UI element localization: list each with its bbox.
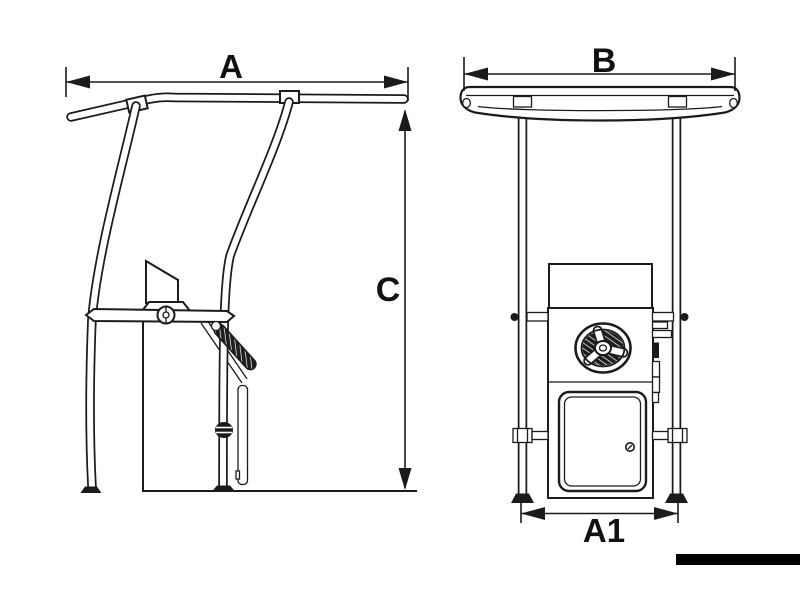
- crossbar-lower-left: [531, 430, 549, 441]
- canopy-end-cap-left: [462, 97, 471, 109]
- dim-a-label: A: [219, 48, 243, 85]
- console-top-box: [548, 263, 653, 309]
- dim-b-label: B: [592, 42, 617, 80]
- canopy-frame-side: [66, 90, 409, 122]
- side-view: A C: [65, 48, 417, 493]
- console-side: [139, 259, 249, 492]
- wheel-hub-cap: [210, 320, 222, 332]
- steering-wheel-front: [574, 322, 632, 374]
- arrow-right-icon: [654, 507, 678, 520]
- dim-a1: A1: [520, 503, 679, 549]
- console-body-side: [142, 311, 227, 492]
- mounting-foot-left: [511, 493, 534, 503]
- transducer-bracket: [651, 360, 661, 378]
- access-door: [557, 390, 648, 493]
- leg-clamp-lower-right: [667, 427, 688, 444]
- windshield-side: [145, 259, 179, 304]
- side-bracket-2: [651, 329, 673, 339]
- arrow-right-icon: [711, 67, 735, 81]
- clamp-bolt-left: [510, 313, 519, 321]
- arrow-left-icon: [521, 507, 545, 520]
- wheel-rim: [574, 322, 632, 374]
- door-hinge: [235, 470, 241, 480]
- dim-b: B: [463, 42, 736, 91]
- leg-fitting-right: [667, 95, 688, 108]
- arrow-up-icon: [398, 109, 412, 131]
- mounting-foot-front: [80, 486, 102, 493]
- canopy-end-cap-right: [729, 97, 738, 109]
- side-bracket: [651, 321, 669, 330]
- leg-clamp-lower-left: [512, 427, 533, 444]
- dim-c: C: [376, 109, 412, 490]
- arrow-right-icon: [384, 75, 408, 89]
- canopy-front: [459, 85, 741, 122]
- arrow-left-icon: [66, 75, 90, 89]
- crossbar-upper-right: [651, 311, 675, 322]
- cable-fitting: [653, 342, 659, 358]
- mounting-foot-right: [665, 493, 688, 503]
- arrow-left-icon: [464, 67, 488, 81]
- footer-brand-bar: [676, 554, 800, 565]
- leg-coupling: [215, 422, 233, 438]
- front-view: B A1: [459, 42, 741, 549]
- leg-fitting-left: [512, 95, 533, 108]
- crossbar-lower-right: [651, 430, 669, 441]
- arrow-down-icon: [398, 468, 412, 490]
- door-handle: [624, 441, 635, 452]
- steering-wheel-side: [210, 320, 257, 371]
- console-door-side: [237, 384, 249, 486]
- dim-c-label: C: [376, 271, 401, 309]
- grab-rail-knob-icon: [156, 305, 176, 325]
- crossbar-upper-left: [526, 311, 549, 322]
- clamp-bolt-right: [680, 313, 689, 321]
- dim-a: A: [65, 48, 409, 101]
- crossbars: [510, 311, 689, 444]
- dim-a1-label: A1: [583, 512, 625, 549]
